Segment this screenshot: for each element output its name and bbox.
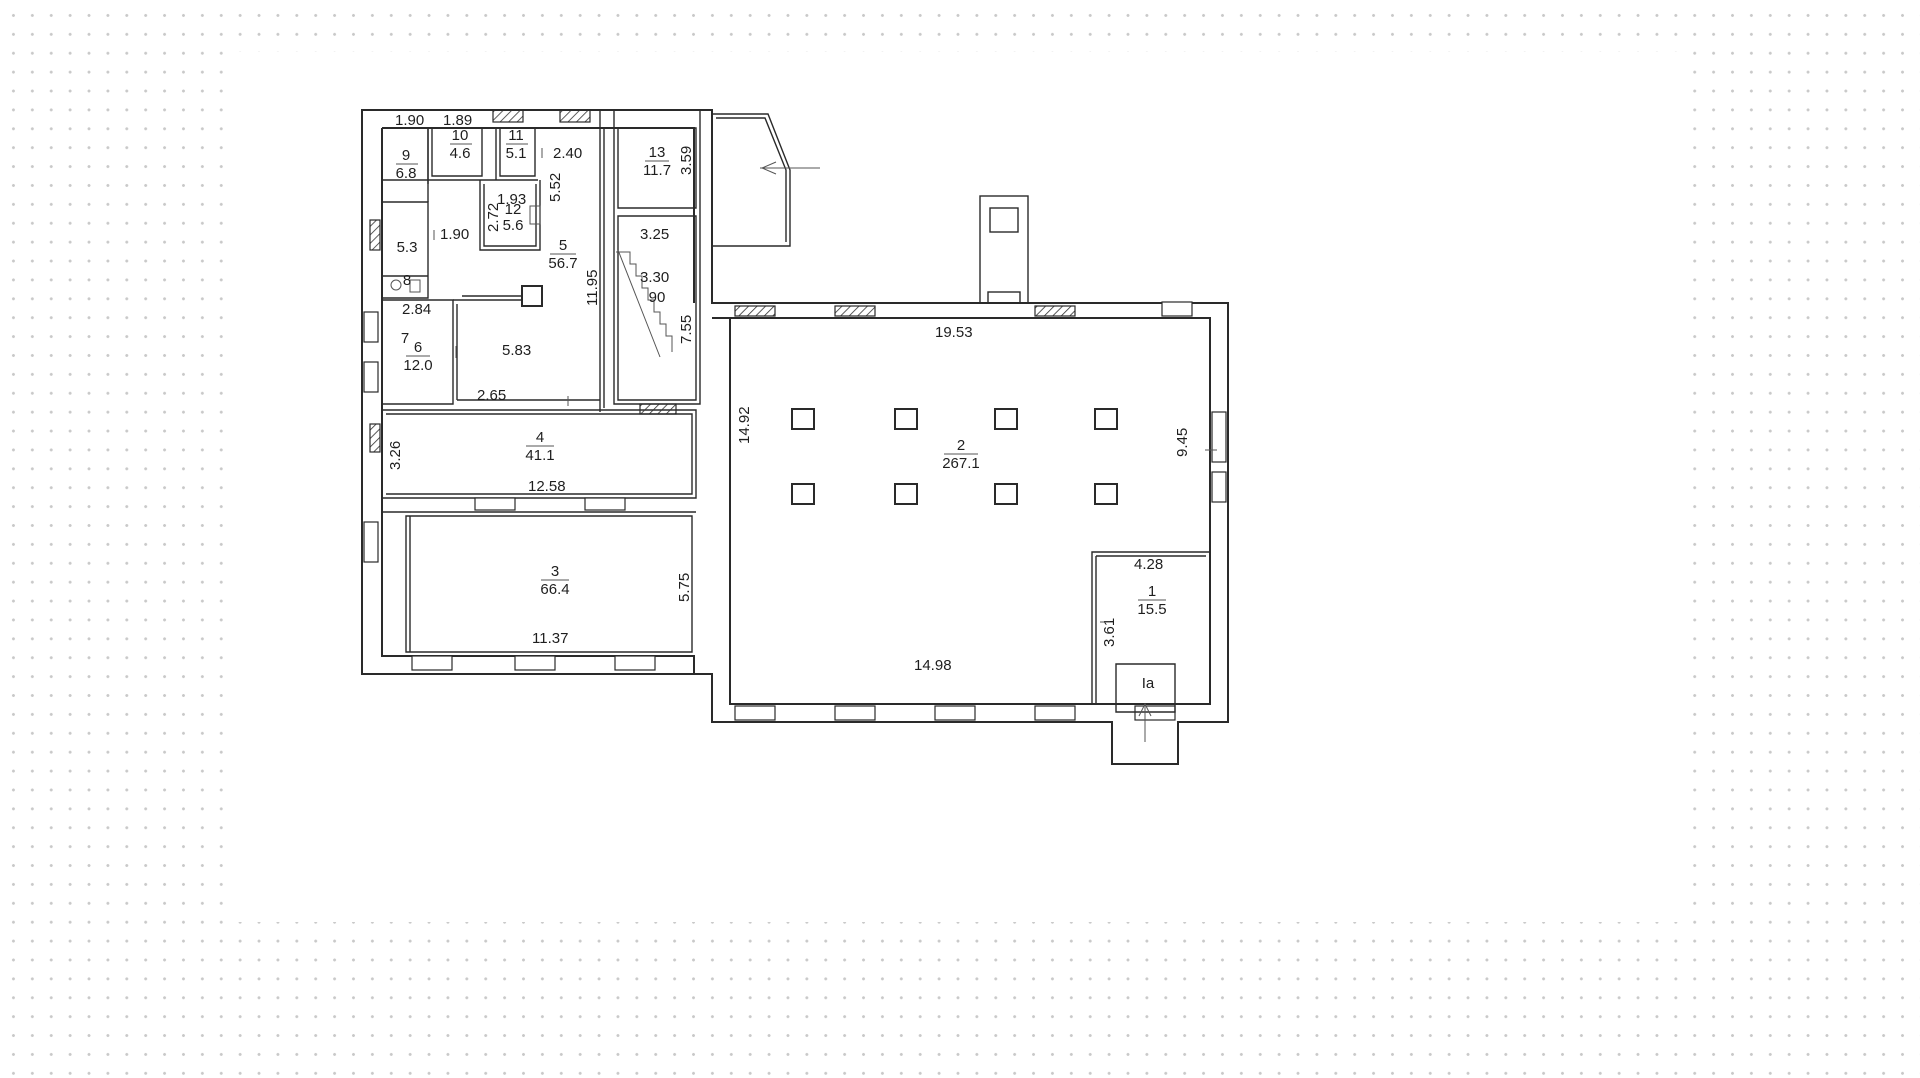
room-6-number: 6 xyxy=(414,339,422,356)
room-9-area: 6.8 xyxy=(396,165,417,182)
dim-label: 3.26 xyxy=(387,441,404,470)
room-3-area: 66.4 xyxy=(540,581,569,598)
dim-label: 5.83 xyxy=(502,342,531,359)
room-4-number: 4 xyxy=(536,429,544,446)
dimension-ticks xyxy=(433,148,1217,623)
dim-label: 3.30 xyxy=(640,269,669,286)
dim-label: 1.90 xyxy=(440,226,469,243)
dim-label: 7.55 xyxy=(678,315,695,344)
dim-label: 5.75 xyxy=(676,573,693,602)
room-2-area: 267.1 xyxy=(942,455,980,472)
dim-label: 14.98 xyxy=(914,657,952,674)
room-13-number: 13 xyxy=(649,144,666,161)
room-6-area: 12.0 xyxy=(403,357,432,374)
dim-label: 1.89 xyxy=(443,112,472,129)
main-hall-columns xyxy=(791,408,1118,505)
dim-label: 5.52 xyxy=(547,173,564,202)
room-1-walls xyxy=(1091,551,1211,705)
floor-plan-drawing: 9 6.8 10 4.6 11 5.1 12 5.6 13 11.7 8 5.3… xyxy=(361,109,1229,765)
room-12-area: 5.6 xyxy=(503,217,524,234)
dim-label: 11.37 xyxy=(532,630,568,647)
hatched-wall-segments xyxy=(369,109,1076,453)
dim-label: 2.84 xyxy=(402,301,431,318)
windows xyxy=(363,301,1227,721)
dim-label: 1.93 xyxy=(497,191,526,208)
room-1-area: 15.5 xyxy=(1137,601,1166,618)
dim-label: 3.25 xyxy=(640,226,669,243)
dim-label: 3.59 xyxy=(678,146,695,175)
dim-label: 2.65 xyxy=(477,387,506,404)
stair-label: 90 xyxy=(649,289,666,306)
dim-label: 1.90 xyxy=(395,112,424,129)
dim-label: 2.40 xyxy=(553,145,582,162)
room-4-area: 41.1 xyxy=(525,447,554,464)
room-10-number: 10 xyxy=(452,127,469,144)
room-13-area: 11.7 xyxy=(643,162,671,179)
dim-label: 9.45 xyxy=(1174,428,1191,457)
entrance-ia xyxy=(1115,663,1176,742)
room-9-number: 9 xyxy=(402,147,410,164)
dim-label: 12.58 xyxy=(528,478,566,495)
dim-label: 14.92 xyxy=(736,406,753,444)
room-10-area: 4.6 xyxy=(450,145,471,162)
dim-label: 4.28 xyxy=(1134,556,1163,573)
room-7-number: 7 xyxy=(401,330,409,347)
room-11-area: 5.1 xyxy=(506,145,527,162)
left-block-partitions xyxy=(382,110,701,653)
room-3-number: 3 xyxy=(551,563,559,580)
dim-label: 3.61 xyxy=(1101,618,1118,647)
dim-label: 11.95 xyxy=(584,270,601,306)
room-5-number: 5 xyxy=(559,237,567,254)
room-11-number: 11 xyxy=(508,127,524,144)
porch-top xyxy=(712,113,820,247)
room-12-number: 12 xyxy=(505,201,522,218)
room-8-area: 5.3 xyxy=(397,239,418,256)
room-8-number: 8 xyxy=(403,272,411,289)
room-1-number: 1 xyxy=(1148,583,1156,600)
shaft-element xyxy=(979,195,1029,304)
dim-label: 19.53 xyxy=(935,324,973,341)
entrance-label: Ia xyxy=(1142,675,1155,692)
dim-label: 2.72 xyxy=(485,203,502,232)
room-5-area: 56.7 xyxy=(548,255,577,272)
floor-plan-sheet: 9 6.8 10 4.6 11 5.1 12 5.6 13 11.7 8 5.3… xyxy=(230,52,1690,922)
room-2-number: 2 xyxy=(957,437,965,454)
